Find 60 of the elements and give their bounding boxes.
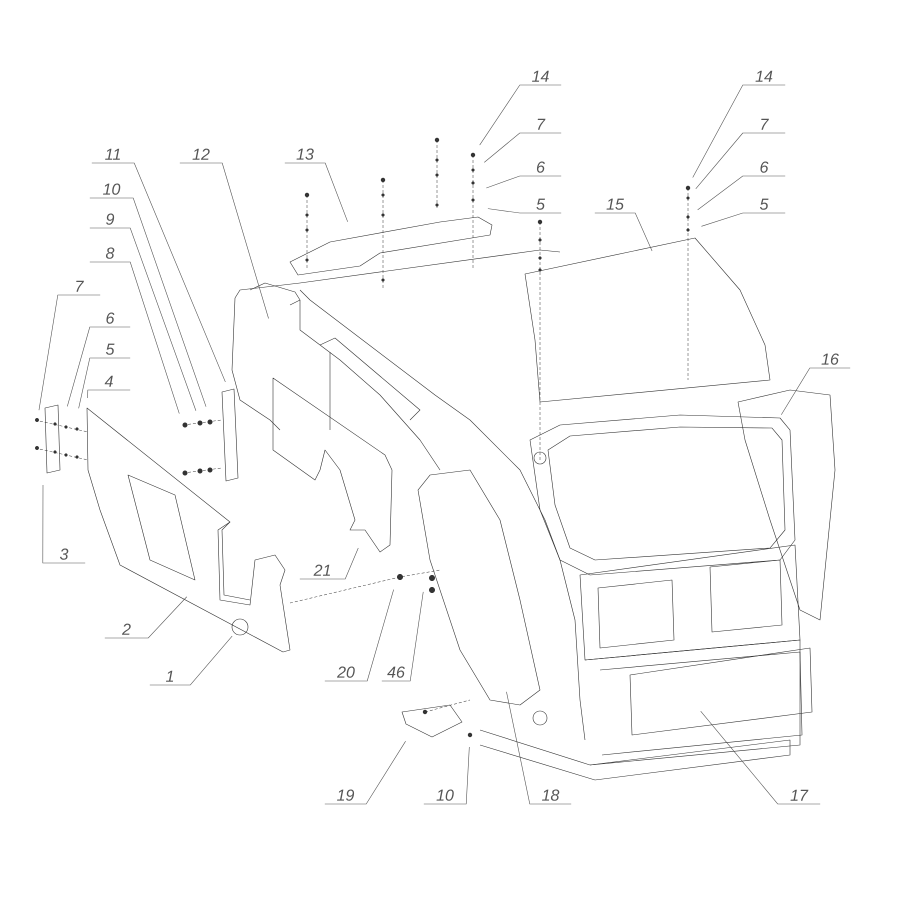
leader-line: [92, 162, 226, 382]
callout-number: 5: [536, 198, 545, 210]
leader-line: [486, 176, 562, 188]
leader-line: [484, 132, 562, 163]
callout-number: 5: [760, 198, 768, 210]
leader-line: [424, 746, 470, 804]
leader-line: [180, 162, 269, 319]
callout-number: 3: [60, 548, 68, 560]
callout-number: 15: [606, 198, 624, 210]
callout-number: 1: [166, 670, 174, 682]
leader-line: [324, 589, 394, 682]
callout-number: 12: [192, 148, 210, 160]
callout-number: 8: [106, 247, 114, 259]
callout-number: 20: [337, 666, 355, 678]
callout-number: 11: [105, 148, 120, 160]
leader-line: [781, 368, 850, 416]
leader-line: [324, 740, 406, 804]
callout-number: 2: [122, 624, 131, 635]
leader-line: [594, 212, 652, 252]
callout-number: 21: [314, 564, 330, 576]
leader-line: [87, 390, 130, 398]
callout-number: 16: [822, 353, 839, 365]
callout-number: 13: [296, 148, 314, 160]
leader-line: [90, 198, 206, 407]
leader-line: [38, 294, 100, 410]
callout-number: 46: [387, 666, 405, 678]
callout-number: 18: [542, 789, 560, 801]
leader-line: [300, 548, 359, 580]
callout-number: 7: [538, 118, 546, 130]
leader-line: [90, 228, 196, 412]
leader-line: [90, 262, 180, 414]
callout-number: 19: [337, 789, 354, 801]
callout-number: 14: [756, 70, 772, 82]
leader-line: [150, 636, 232, 686]
callout-number: 5: [106, 344, 114, 355]
callout-number: 7: [76, 280, 84, 292]
leader-line: [67, 326, 130, 407]
leader-line: [692, 84, 786, 178]
callout-number: 4: [104, 376, 113, 387]
callout-number: 10: [103, 183, 120, 195]
leader-line: [697, 176, 786, 210]
callout-number: 7: [761, 118, 769, 130]
leader-line: [488, 208, 562, 214]
leader-line: [78, 358, 130, 409]
leader-line: [382, 592, 424, 682]
leader-line: [479, 84, 562, 146]
callout-number: 17: [790, 790, 808, 801]
leader-line: [701, 212, 786, 227]
leader-line: [700, 710, 820, 804]
leader-line: [42, 484, 86, 564]
leader-line: [284, 162, 348, 222]
callout-number: 9: [106, 213, 114, 225]
callout-number: 6: [760, 161, 768, 173]
callout-number: 6: [536, 161, 545, 173]
leader-line: [506, 691, 572, 804]
leader-line: [104, 596, 188, 638]
callout-number: 6: [106, 312, 114, 324]
callout-number: 10: [436, 789, 454, 801]
leader-line: [695, 132, 786, 190]
callout-number: 14: [532, 70, 549, 82]
